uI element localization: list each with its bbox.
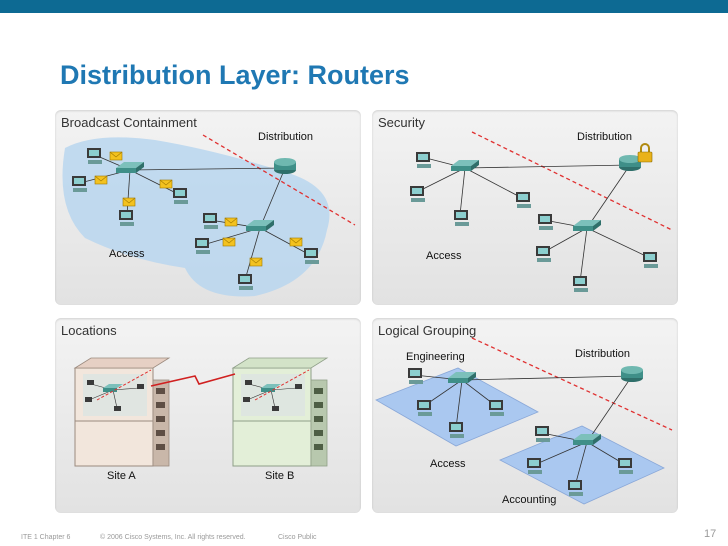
pc-icon	[489, 400, 504, 416]
locations-panel: Locations Site A Site B	[55, 318, 361, 513]
wan-link	[150, 373, 236, 387]
switch-icon	[116, 162, 144, 173]
switch-icon	[103, 384, 123, 392]
building-site-a	[73, 357, 171, 467]
site-a-label: Site A	[107, 470, 136, 482]
switch-icon	[448, 372, 476, 383]
envelope-icon	[159, 179, 173, 189]
router-icon	[619, 155, 641, 171]
logical-grouping-diagram	[375, 337, 673, 505]
pc-icon	[568, 480, 583, 496]
footer-copyright: © 2006 Cisco Systems, Inc. All rights re…	[100, 534, 246, 541]
pc-icon	[643, 252, 658, 268]
security-diagram	[410, 131, 673, 292]
pc-icon	[454, 210, 469, 226]
security-panel: Security Distribution Access	[372, 110, 678, 305]
pc-icon	[72, 176, 87, 192]
envelope-icon	[249, 257, 263, 267]
envelope-icon	[289, 237, 303, 247]
switch-icon	[451, 160, 479, 171]
pc-icon	[516, 192, 531, 208]
pc-icon	[417, 400, 432, 416]
panel-title: Locations	[61, 323, 117, 338]
pc-icon	[119, 210, 134, 226]
pc-icon	[416, 152, 431, 168]
top-bar	[0, 0, 728, 13]
pc-icon	[408, 368, 423, 384]
panel-title: Broadcast Containment	[61, 115, 197, 130]
pc-icon	[538, 214, 553, 230]
footer-chapter: ITE 1 Chapter 6	[21, 534, 71, 541]
access-label: Access	[426, 250, 462, 262]
broadcast-containment-panel: Broadcast Containment Distribution Acces…	[55, 110, 361, 305]
access-label: Access	[109, 248, 145, 260]
router-icon	[274, 158, 296, 174]
site-b-label: Site B	[265, 470, 295, 482]
footer-classification: Cisco Public	[278, 534, 317, 541]
envelope-icon	[109, 151, 123, 161]
envelope-icon	[224, 217, 238, 227]
switch-icon	[573, 434, 601, 445]
pc-icon	[203, 213, 218, 229]
panel-title: Logical Grouping	[378, 323, 477, 338]
locations-diagram	[73, 357, 329, 467]
pc-icon	[173, 188, 188, 204]
pc-icon	[87, 148, 102, 164]
pc-icon	[527, 458, 542, 474]
logical-grouping-panel: Logical Grouping Engineering Distributio…	[372, 318, 678, 513]
engineering-label: Engineering	[406, 351, 465, 363]
envelope-icon	[122, 197, 136, 207]
switch-icon	[261, 384, 281, 392]
pc-icon	[573, 276, 588, 292]
pc-icon	[238, 274, 253, 290]
pc-icon	[410, 186, 425, 202]
page-number: 17	[704, 528, 717, 540]
building-site-b	[231, 357, 329, 467]
switch-icon	[573, 220, 601, 231]
pc-icon	[304, 248, 319, 264]
lock-icon	[637, 143, 653, 163]
panel-title: Security	[378, 115, 425, 130]
distribution-label: Distribution	[575, 348, 631, 360]
envelope-icon	[94, 175, 108, 185]
distribution-label: Distribution	[258, 131, 314, 143]
distribution-label: Distribution	[577, 131, 633, 143]
router-icon	[621, 366, 643, 382]
slide-title: Distribution Layer: Routers	[60, 60, 410, 90]
pc-icon	[449, 422, 464, 438]
switch-icon	[246, 220, 274, 231]
envelope-icon	[222, 237, 236, 247]
broadcast-diagram	[62, 134, 356, 297]
access-label: Access	[430, 458, 466, 470]
pc-icon	[195, 238, 210, 254]
pc-icon	[618, 458, 633, 474]
pc-icon	[535, 426, 550, 442]
pc-icon	[536, 246, 551, 262]
accounting-label: Accounting	[502, 494, 557, 506]
